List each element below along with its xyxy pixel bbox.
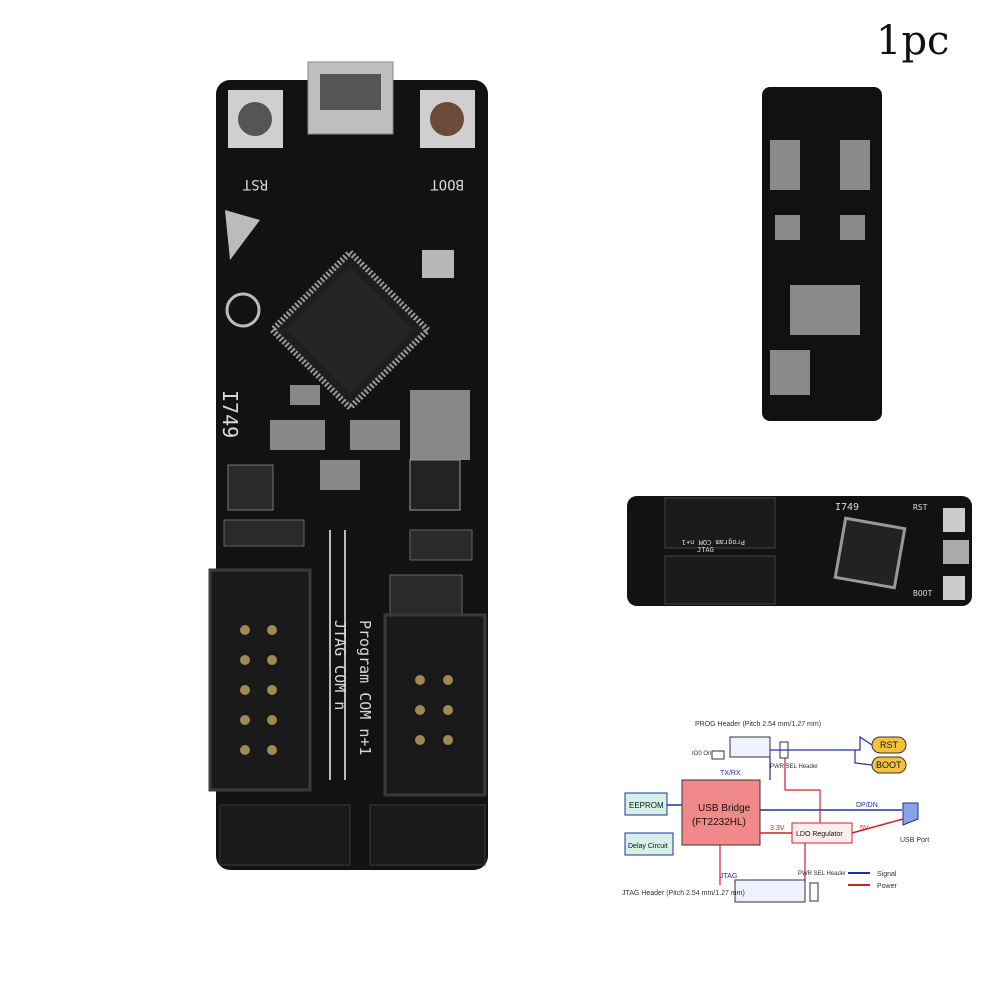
- code-silkscreen: I749: [218, 390, 242, 438]
- quantity-label: 1pc: [876, 18, 950, 64]
- boot-silkscreen: BOOT: [430, 176, 464, 192]
- angled-bottom-header: [664, 555, 776, 605]
- main-board-photo: RST BOOT I749 Program COM n+1 JTAG COM n: [208, 61, 488, 870]
- ce-mark: [225, 292, 261, 328]
- angled-rst-silkscreen: RST: [913, 503, 928, 512]
- back-pads: [770, 140, 870, 395]
- txrx-label: TX/RX: [720, 770, 741, 777]
- jumper-bottom: [389, 574, 463, 616]
- rst-silkscreen: RST: [242, 176, 268, 192]
- jumper-top: [409, 529, 473, 561]
- delay-label: Delay Circuit: [628, 843, 668, 850]
- legend-power: Power: [877, 883, 898, 890]
- usb-port-icon: [902, 802, 919, 826]
- esd-mark: [225, 210, 260, 260]
- legend-signal: Signal: [877, 871, 897, 878]
- bottom-right-header: [369, 804, 486, 866]
- usb-port-label: USB Port: [900, 837, 929, 844]
- angled-boot-button: [943, 576, 965, 600]
- block-diagram: PROG Header (Pitch 2.54 mm/1.27 mm) IO0 …: [622, 721, 929, 903]
- eeprom-chip: [409, 459, 461, 511]
- pwr-sel-bottom-label: PWR SEL Header: [798, 871, 846, 877]
- angled-jtag-silkscreen: JTAG: [697, 546, 714, 554]
- angled-usb-port: [943, 540, 969, 564]
- bottom-left-header: [219, 804, 351, 866]
- angled-board-photo: JTAG Program COM n+1 I749 RST BOOT: [627, 496, 972, 606]
- v33-label: 3.3V: [770, 825, 785, 832]
- jtag-label: JTAG: [720, 873, 737, 880]
- angled-program-silkscreen: Program COM n+1: [682, 538, 745, 546]
- rst-block-label: RST: [880, 740, 899, 750]
- pwr-sel-top-label: PWR SEL Header: [770, 764, 818, 770]
- usb-bridge-label: USB Bridge: [698, 803, 751, 814]
- usb-bridge-model: (FT2232HL): [692, 817, 746, 828]
- small-chip: [227, 464, 274, 511]
- right-idc-header: [383, 613, 487, 797]
- program-silkscreen: Program COM n+1: [356, 620, 374, 755]
- header-pins: [240, 625, 453, 755]
- crystal: [422, 250, 454, 278]
- main-chip: [267, 247, 433, 413]
- angled-code-silkscreen: I749: [835, 502, 859, 513]
- jtag-header-block: [734, 879, 806, 903]
- prog-header-block: [729, 736, 771, 758]
- io0-label: IO0 On/Off: [692, 751, 721, 757]
- usb-bridge-block: [681, 779, 761, 846]
- jtag-header-label: JTAG Header (Pitch 2.54 mm/1.27 mm): [622, 890, 745, 897]
- v5-label: 5V: [860, 825, 869, 832]
- angled-top-header: [664, 497, 776, 549]
- angled-boot-silkscreen: BOOT: [913, 589, 932, 598]
- angled-main-chip: [833, 516, 907, 590]
- dpdn-label: DP/DN: [856, 802, 878, 809]
- jumper-header: [223, 519, 305, 547]
- eeprom-block: [624, 792, 668, 816]
- smd-components: [270, 385, 470, 490]
- angled-rst-button: [943, 508, 965, 532]
- jtag-silkscreen: JTAG COM n: [331, 620, 349, 710]
- eeprom-label: EEPROM: [629, 801, 664, 810]
- delay-block: [624, 832, 674, 856]
- prog-header-label: PROG Header (Pitch 2.54 mm/1.27 mm): [695, 721, 821, 728]
- ldo-label: LDO Regulator: [796, 831, 843, 838]
- left-idc-header: [208, 568, 312, 792]
- boot-block-label: BOOT: [876, 760, 902, 770]
- back-board-photo: [762, 87, 882, 421]
